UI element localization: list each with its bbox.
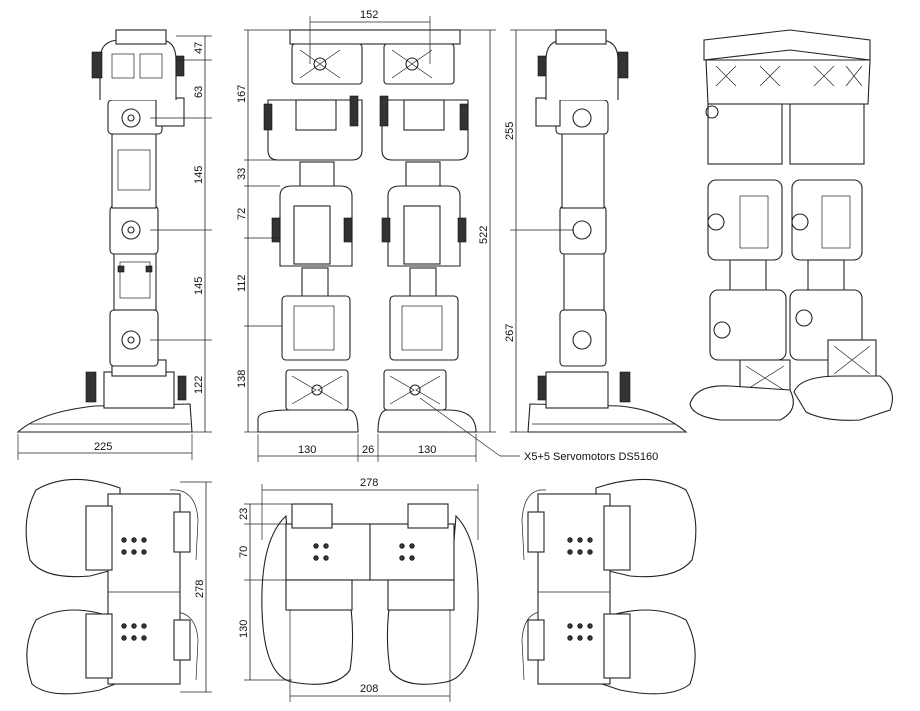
top-view-center-dimensions bbox=[244, 484, 479, 702]
isometric-view bbox=[689, 29, 893, 421]
dim-side-ankle: 122 bbox=[193, 376, 205, 394]
dim-front-hip-span: 152 bbox=[360, 9, 378, 21]
dim-front-knee-mid: 112 bbox=[236, 274, 248, 292]
top-view-center bbox=[261, 503, 479, 685]
dim-front-gap: 33 bbox=[236, 168, 248, 180]
rear-view-dimensions bbox=[510, 29, 574, 433]
dim-side-base: 225 bbox=[94, 441, 112, 453]
dim-top-offset: 23 bbox=[238, 508, 250, 520]
dim-front-hip: 167 bbox=[236, 85, 248, 103]
dim-top-foot: 130 bbox=[238, 620, 250, 638]
dim-side-shin: 145 bbox=[193, 277, 205, 295]
dim-side-hip: 63 bbox=[193, 86, 205, 98]
dim-top-depth: 278 bbox=[194, 580, 206, 598]
side-view-right bbox=[527, 29, 688, 433]
top-view-right bbox=[521, 478, 697, 695]
dim-front-foot-right: 130 bbox=[418, 444, 436, 456]
servo-callout-label: X5+5 Servomotors DS5160 bbox=[524, 451, 658, 463]
top-view-left-dimensions bbox=[180, 481, 212, 693]
dim-front-knee-upper: 72 bbox=[236, 208, 248, 220]
dim-rear-upper: 255 bbox=[504, 122, 516, 140]
dim-front-total: 522 bbox=[478, 226, 490, 244]
top-view-left bbox=[25, 478, 199, 695]
dim-top-body: 70 bbox=[238, 546, 250, 558]
dim-top-span: 208 bbox=[360, 683, 378, 695]
dim-rear-lower: 267 bbox=[504, 324, 516, 342]
front-view-dimensions bbox=[244, 16, 520, 462]
dim-side-thigh: 145 bbox=[193, 166, 205, 184]
dim-front-foot-left: 130 bbox=[298, 444, 316, 456]
dim-front-foot-gap: 26 bbox=[362, 444, 374, 456]
side-view-dimensions bbox=[17, 35, 212, 460]
dim-side-top: 47 bbox=[193, 42, 205, 54]
dim-top-width: 278 bbox=[360, 477, 378, 489]
front-view bbox=[257, 29, 477, 433]
side-view-left bbox=[16, 29, 193, 433]
dim-front-ankle: 138 bbox=[236, 370, 248, 388]
